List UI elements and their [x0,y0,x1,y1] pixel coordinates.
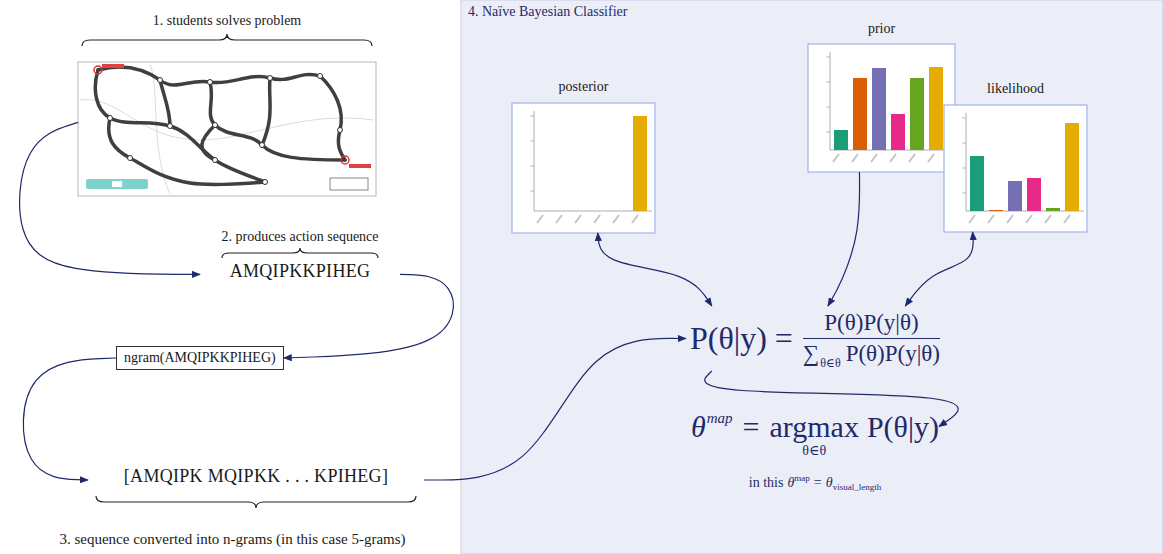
argmax-block: argmaxθ∈θ [770,410,859,459]
step-heading: 3. sequence converted into n-grams (in t… [5,530,460,548]
chart-title: posterior [512,78,655,95]
bar-chart: prior [808,20,955,172]
fraction-bar [803,338,940,339]
ngram-sequence: [AMQIPK MQIPKK . . . KPIHEG] [88,466,424,487]
connector [284,274,454,358]
screenshot-panel: 1. students solves problem [78,12,376,196]
operator: argmax [770,410,859,444]
connector [23,358,116,480]
panel-title: 4. Naïve Bayesian Classifier [468,4,627,20]
connector [424,338,686,480]
equals-sign: = [814,475,822,490]
action-sequence: 2. produces action sequenceAMQIPKKPIHEG [200,228,400,286]
denominator-row: ∑θ∈θP(θ)P(y|θ) [803,341,940,367]
classifier-panel: 4. Naïve Bayesian Classifier posterior pri… [461,0,1163,554]
posterior-chart [512,103,655,233]
theta-symbol: θ [691,410,706,444]
ngram-list: [AMQIPK MQIPKK . . . KPIHEG]3. sequence … [88,466,424,494]
bar-chart: likelihood [944,80,1087,232]
likelihood-chart [944,105,1087,232]
chart-title: likelihood [944,80,1087,97]
numerator: P(θ)P(y|θ) [824,310,918,336]
prior-chart [808,44,955,172]
map-screenshot [78,62,376,196]
operator-index: θ∈θ [802,442,826,459]
bayes-formula: P(θ|y) =P(θ)P(y|θ)∑θ∈θP(θ)P(y|θ) [686,306,944,371]
chart-title: prior [808,20,955,37]
bar-chart: posterior [512,78,655,233]
connector [20,122,200,274]
fraction: P(θ)P(y|θ)∑θ∈θP(θ)P(y|θ) [803,310,940,367]
step-heading: 2. produces action sequence [200,228,400,245]
action-string: AMQIPKKPIHEG [200,261,400,282]
subscript: visual_length [833,482,882,492]
theta-symbol: θ [826,475,833,490]
function-call: ngram(AMQIPKKPIHEG) [124,349,276,367]
denominator: P(θ)P(y|θ) [846,341,940,367]
theta-symbol: θ [787,475,794,490]
superscript: map [707,410,733,427]
equals-sign: = [743,410,760,444]
map-estimate: θmap=argmaxθ∈θP(θ|y)in thisθmap=θvisual_… [691,410,939,492]
sum-sign: ∑ [803,341,819,367]
result-note: in thisθmap=θvisual_length [691,473,939,492]
sum-index: θ∈θ [820,356,840,371]
map-equation: θmap=argmaxθ∈θP(θ|y) [691,410,939,459]
note-text: in this [749,475,784,490]
connector [905,232,973,306]
superscript: map [794,473,810,483]
connector [598,233,712,306]
function-box: ngram(AMQIPKKPIHEG) [116,346,284,370]
step-heading: 1. students solves problem [78,12,376,29]
posterior-term: P(θ|y) [867,410,939,444]
connector [828,172,860,306]
classifier-panel-ground [461,0,1163,554]
formula-lhs: P(θ|y) = [690,320,793,357]
